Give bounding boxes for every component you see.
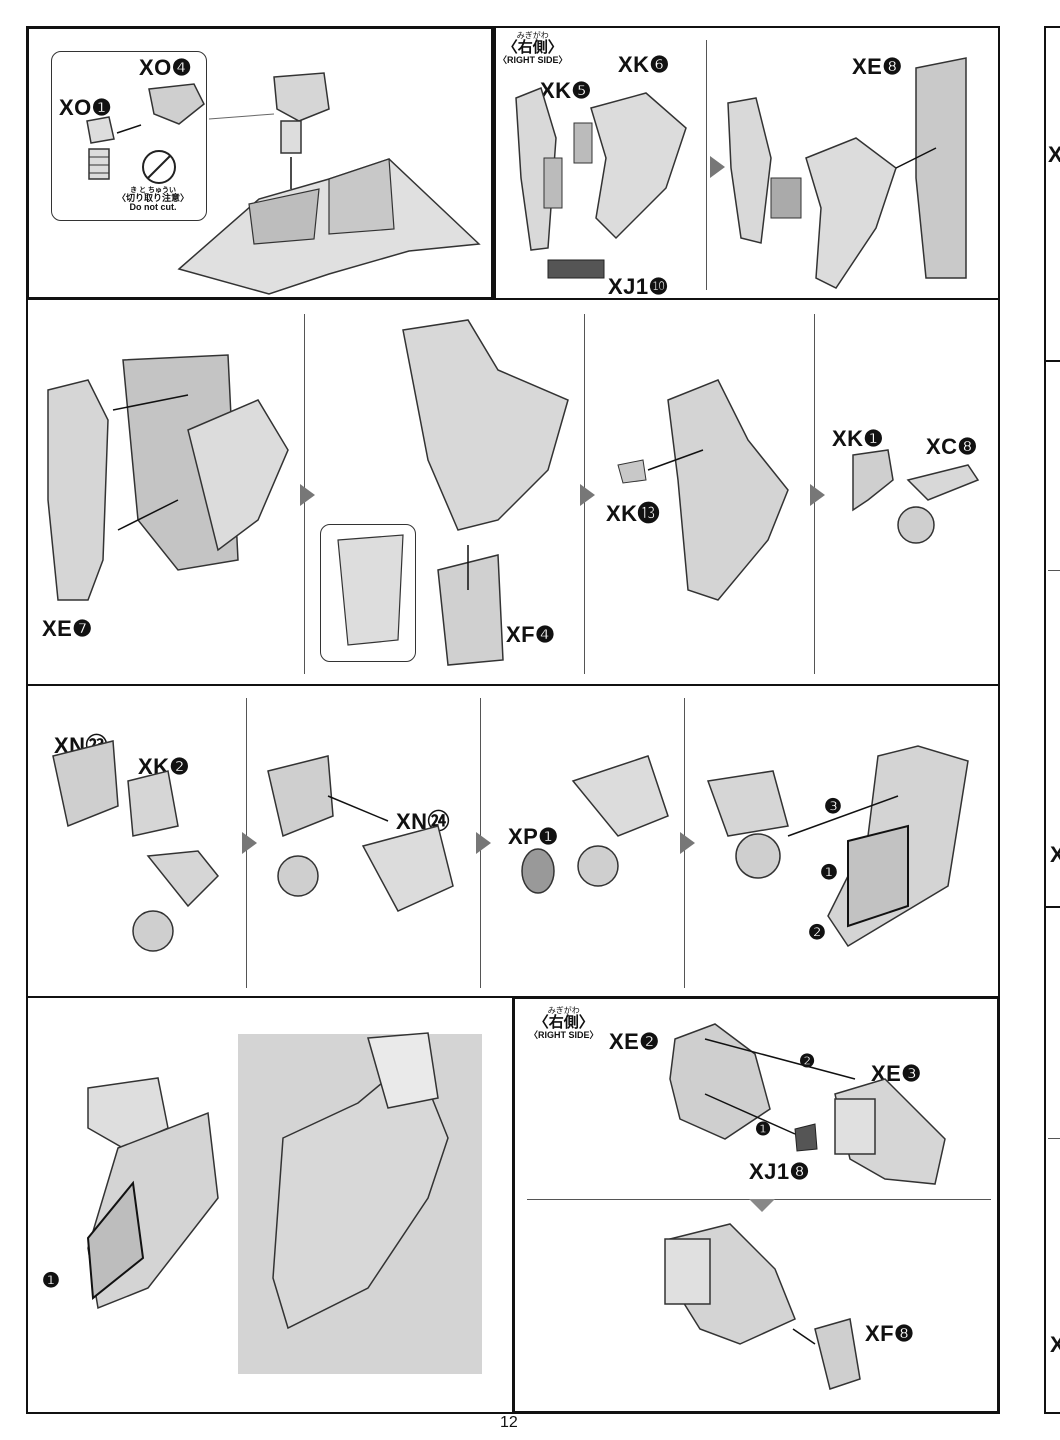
divider (1048, 1138, 1060, 1139)
edge-label: X (1048, 142, 1060, 167)
part-label-xk6: XK❻ (618, 52, 670, 77)
next-page-edge (1044, 26, 1060, 1414)
step-number-2: ❷ (808, 922, 827, 944)
step-arrow-down (749, 1199, 775, 1212)
foot-completed-drawing (86, 1032, 449, 1330)
part-label-xk1: XK❶ (832, 426, 884, 451)
part-label-xc8: XC❽ (926, 434, 978, 459)
divider (706, 40, 707, 290)
step-number-2: ❷ (799, 1051, 816, 1071)
part-label-xj1-8: XJ1❽ (749, 1159, 810, 1184)
step-number-1: ❶ (820, 862, 839, 884)
xk-parts-drawing (515, 57, 967, 289)
leg-assembly-drawing (47, 319, 980, 666)
page-number: 12 (500, 1414, 518, 1431)
step-number-1: ❶ (755, 1119, 772, 1139)
part-label-xk5: XK❺ (540, 78, 592, 103)
part-label-xj1-10: XJ1❿ (608, 274, 669, 299)
panel-6: みぎがわ 〈右側〉 〈RIGHT SIDE〉 XE❷ XE❸ XJ1❽ XF❽ … (512, 996, 1000, 1414)
part-label-xo1: XO❶ (59, 95, 113, 120)
detail-callout (51, 51, 207, 221)
right-side-label: みぎがわ 〈右側〉 〈RIGHT SIDE〉 (529, 1006, 599, 1040)
edge-label: X (1050, 842, 1060, 867)
divider (1048, 570, 1060, 571)
step-arrow (810, 484, 825, 506)
step-arrow (710, 156, 725, 178)
step-arrow (476, 832, 491, 854)
step-number-3: ❸ (824, 796, 843, 818)
edge-label: X (1050, 1332, 1060, 1357)
part-label-xe7: XE❼ (42, 616, 93, 641)
step-arrow (580, 484, 595, 506)
warning-note: き と ちゅうい 〈切り取り注意〉 Do not cut. (117, 187, 190, 212)
ankle-assembly-drawing (664, 1023, 946, 1390)
right-side-label: みぎがわ 〈右側〉 〈RIGHT SIDE〉 (498, 31, 568, 65)
step-number-1: ❶ (42, 1270, 61, 1292)
foot-assembly-drawing (52, 740, 969, 952)
part-label-xk13: XK⓭ (606, 501, 661, 526)
panel-1: XO❹ XO❶ き と ちゅうい 〈切り取り注意〉 Do not cut. (26, 26, 494, 300)
part-label-xo4: XO❹ (139, 55, 193, 80)
xo-parts-drawing (86, 72, 481, 295)
panel-3: XE❼ XF❹ XK⓭ XK❶ XC❽ (26, 298, 1000, 686)
part-label-xp1: XP❶ (508, 824, 559, 849)
step-arrow (300, 484, 315, 506)
part-label-xe8: XE❽ (852, 54, 903, 79)
panel-5: ❶ ❷ (26, 996, 514, 1414)
panel-2: みぎがわ 〈右側〉 〈RIGHT SIDE〉 XK❻ XK❺ XJ1❿ XE❽ (494, 26, 1000, 300)
part-label-xe2: XE❷ (609, 1029, 660, 1054)
part-label-xf8: XF❽ (865, 1321, 915, 1346)
step-arrow (242, 832, 257, 854)
step-arrow (680, 832, 695, 854)
divider (1046, 906, 1060, 908)
panel-4: XN㉓ XK❷ XN㉔ XP❶ ❸ ❶ ❷ (26, 684, 1000, 998)
divider (1046, 360, 1060, 362)
part-label-xf4: XF❹ (506, 622, 556, 647)
